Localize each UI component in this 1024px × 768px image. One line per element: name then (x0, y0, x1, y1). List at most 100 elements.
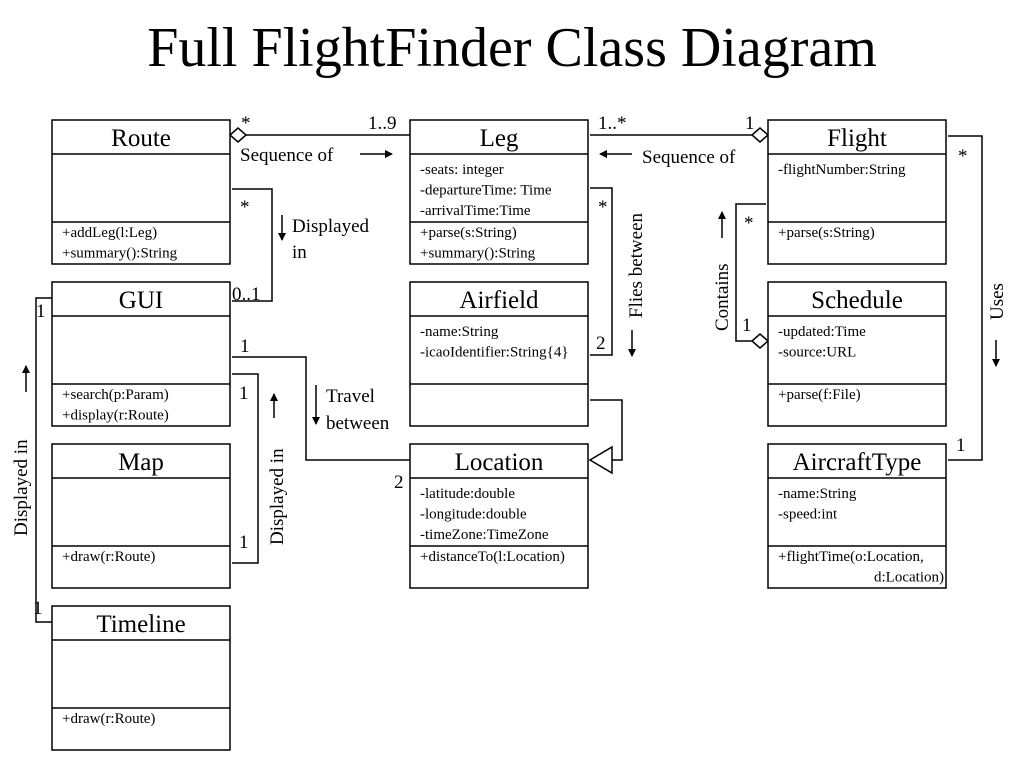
flight-schedule-mult-flight: * (744, 213, 754, 234)
class-timeline-operation: +draw(r:Route) (62, 711, 155, 727)
class-airfield: Airfield -name:String -icaoIdentifier:Stri… (409, 281, 589, 427)
class-aircrafttype-attribute: -name:String (778, 486, 857, 502)
class-schedule-name: Schedule (811, 287, 903, 314)
route-leg-aggregation-diamond (228, 127, 248, 143)
association-labels: Sequence of * 1..9 Sequence of 1..* 1 Di… (11, 113, 1008, 619)
class-map: Map +draw(r:Route) (51, 443, 231, 589)
route-gui-mult-gui: 0..1 (232, 284, 261, 305)
flight-aircrafttype-mult-aircrafttype: 1 (956, 435, 966, 456)
class-route-box (51, 119, 231, 265)
class-leg-operation: +parse(s:String) (420, 225, 517, 241)
class-timeline: Timeline +draw(r:Route) (51, 605, 231, 751)
route-gui-label-line1: Displayed (292, 216, 370, 237)
gui-map-mult-gui: 1 (239, 383, 249, 404)
class-flight-operation: +parse(s:String) (778, 225, 875, 241)
class-airfield-attribute: -name:String (420, 324, 499, 340)
class-map-box (51, 443, 231, 589)
class-route-operation: +summary():String (62, 246, 178, 262)
leg-airfield-label: Flies between (626, 212, 647, 318)
route-gui-mult-route: * (240, 197, 250, 218)
class-schedule: Schedule -updated:Time -source:URL +parse(f… (767, 281, 947, 427)
class-location-attribute: -longitude:double (420, 507, 527, 523)
class-gui: GUI +search(p:Param) +display(r:Route) (51, 281, 231, 427)
class-aircrafttype-operation: d:Location) (874, 570, 944, 586)
gui-timeline-mult-timeline: 1 (33, 598, 43, 619)
class-gui-box (51, 281, 231, 427)
route-leg-mult-route: * (241, 113, 251, 134)
class-aircrafttype-attribute: -speed:int (778, 507, 838, 523)
leg-flight-mult-leg: 1..* (598, 113, 627, 134)
class-leg-attribute: -seats: integer (420, 162, 504, 178)
class-schedule-attribute: -updated:Time (778, 324, 866, 340)
class-gui-operation: +display(r:Route) (62, 408, 169, 424)
gui-timeline-line (35, 297, 52, 623)
class-location-attribute: -timeZone:TimeZone (420, 527, 549, 543)
association-lines (22, 127, 1000, 623)
class-gui-name: GUI (119, 287, 163, 314)
leg-flight-label: Sequence of (642, 147, 736, 168)
route-gui-line (232, 188, 273, 302)
gui-map-line (232, 373, 259, 564)
class-schedule-box (767, 281, 947, 427)
class-leg-attribute: -arrivalTime:Time (420, 203, 531, 219)
leg-airfield-mult-airfield: 2 (596, 333, 606, 354)
class-flight-box (767, 119, 947, 265)
class-map-operation: +draw(r:Route) (62, 549, 155, 565)
flight-aircrafttype-mult-flight: * (958, 146, 968, 167)
gui-timeline-label: Displayed in (11, 439, 32, 536)
gui-location-label-line2: between (326, 413, 390, 434)
class-leg-name: Leg (480, 125, 519, 152)
class-timeline-box (51, 605, 231, 751)
class-aircrafttype-box (767, 443, 947, 589)
class-route: Route +addLeg(l:Leg) +summary():String (51, 119, 231, 265)
flight-aircrafttype-line (948, 135, 983, 461)
class-route-name: Route (111, 125, 171, 152)
class-location-attribute: -latitude:double (420, 486, 515, 502)
class-airfield-attribute: -icaoIdentifier:String{4} (420, 345, 569, 361)
flight-schedule-line (735, 203, 766, 342)
generalization-triangle (588, 445, 613, 475)
class-location: Location -latitude:double -longitude:doubl… (409, 443, 589, 589)
class-location-operation: +distanceTo(l:Location) (420, 549, 565, 565)
class-boxes: Route +addLeg(l:Leg) +summary():String Leg -… (51, 119, 947, 751)
gui-location-label-line1: Travel (326, 386, 375, 407)
leg-airfield-line (590, 187, 613, 356)
class-aircrafttype: AircraftType -name:String -speed:int +fligh… (767, 443, 947, 589)
leg-airfield-mult-leg: * (598, 197, 608, 218)
class-route-operation: +addLeg(l:Leg) (62, 225, 157, 241)
leg-flight-mult-flight: 1 (745, 113, 755, 134)
class-leg-operation: +summary():String (420, 246, 536, 262)
class-leg-attribute: -departureTime: Time (420, 183, 552, 199)
diagram-title: Full FlightFinder Class Diagram (147, 17, 877, 79)
class-aircrafttype-name: AircraftType (793, 449, 922, 476)
class-leg-box (409, 119, 589, 265)
flight-schedule-aggregation-diamond (750, 333, 770, 349)
class-airfield-box (409, 281, 589, 427)
class-location-name: Location (455, 449, 544, 476)
airfield-location-generalization-line (590, 399, 623, 461)
gui-location-mult-location: 2 (394, 472, 404, 493)
class-aircrafttype-operation: +flightTime(o:Location, (778, 549, 924, 565)
class-flight-name: Flight (827, 125, 887, 152)
class-schedule-attribute: -source:URL (778, 345, 856, 361)
class-timeline-name: Timeline (96, 611, 185, 638)
gui-timeline-mult-gui: 1 (36, 301, 46, 322)
class-location-box (409, 443, 589, 589)
route-gui-label-line2: in (292, 242, 307, 263)
flight-schedule-mult-schedule: 1 (742, 315, 752, 336)
gui-location-line (232, 356, 410, 461)
gui-location-mult-gui: 1 (240, 336, 250, 357)
route-leg-label: Sequence of (240, 145, 334, 166)
class-airfield-name: Airfield (459, 287, 539, 314)
class-leg: Leg -seats: integer -departureTime: Time -a… (409, 119, 589, 265)
class-gui-operation: +search(p:Param) (62, 387, 169, 403)
flight-aircrafttype-label: Uses (987, 283, 1008, 320)
class-map-name: Map (118, 449, 164, 476)
flight-schedule-label: Contains (712, 263, 733, 331)
gui-map-label: Displayed in (267, 448, 288, 545)
class-flight: Flight-flightNumber:String+parse(s:Strin… (767, 119, 947, 265)
gui-map-mult-map: 1 (239, 532, 249, 553)
class-schedule-operation: +parse(f:File) (778, 387, 861, 403)
route-leg-mult-leg: 1..9 (368, 113, 397, 134)
